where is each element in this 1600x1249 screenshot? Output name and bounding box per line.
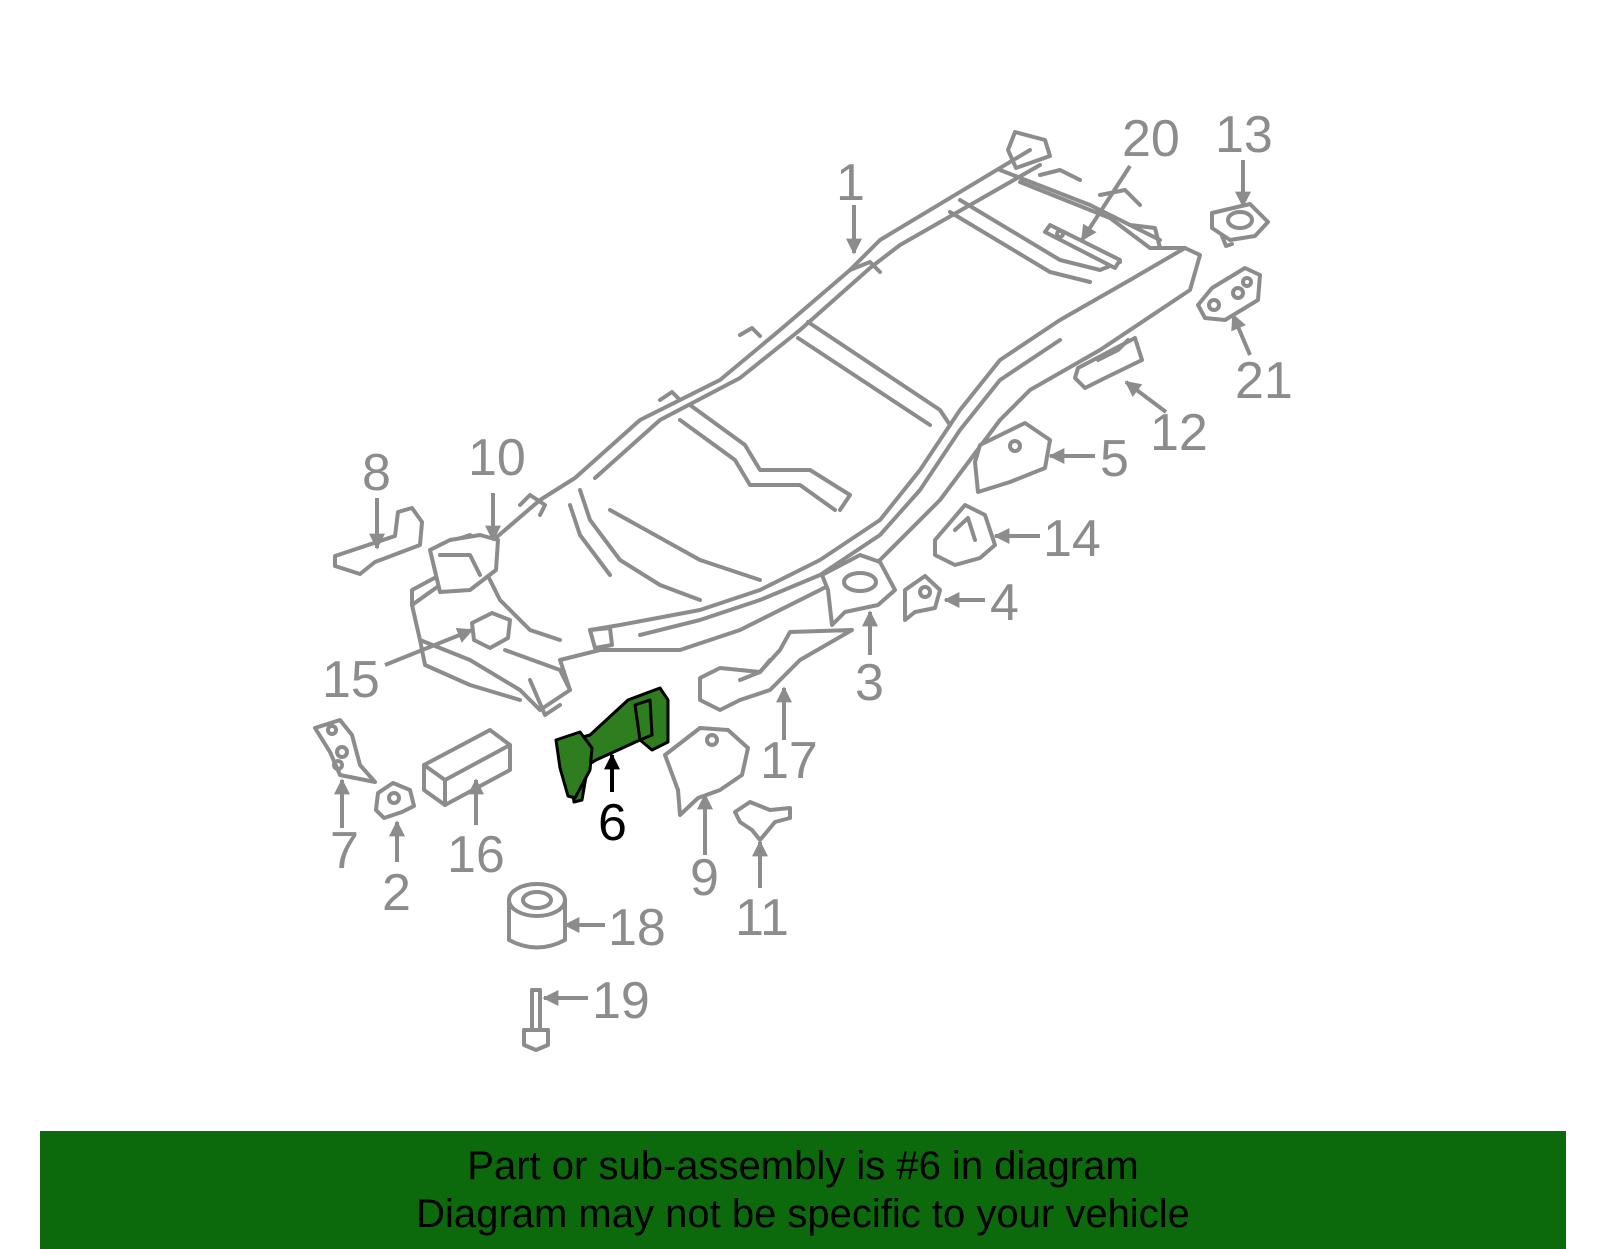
callout-13[interactable]: 13 bbox=[1215, 106, 1273, 164]
part-11-clip[interactable] bbox=[733, 800, 792, 842]
banner-part-note: Part or sub-assembly is #6 in diagram bbox=[467, 1144, 1139, 1188]
callout-1[interactable]: 1 bbox=[836, 154, 865, 212]
callout-8[interactable]: 8 bbox=[362, 444, 391, 502]
part-3-bracket[interactable] bbox=[820, 553, 897, 627]
callout-16[interactable]: 16 bbox=[447, 826, 505, 884]
callout-18[interactable]: 18 bbox=[608, 899, 666, 957]
part-7-bracket[interactable] bbox=[313, 718, 377, 784]
callout-15[interactable]: 15 bbox=[322, 651, 380, 709]
callout-4[interactable]: 4 bbox=[990, 574, 1019, 632]
banner-disclaimer: Diagram may not be specific to your vehi… bbox=[416, 1192, 1190, 1236]
part-13-mount[interactable] bbox=[1210, 202, 1270, 248]
callout-6[interactable]: 6 bbox=[598, 794, 627, 852]
leader-lines bbox=[334, 160, 1252, 1006]
part-6-highlighted-bracket[interactable] bbox=[554, 686, 670, 804]
callout-10[interactable]: 10 bbox=[468, 429, 526, 487]
part-4-bracket[interactable] bbox=[903, 574, 942, 622]
frame-assembly[interactable] bbox=[410, 130, 1202, 717]
part-18-bushing[interactable] bbox=[507, 882, 567, 950]
callout-12[interactable]: 12 bbox=[1150, 404, 1208, 462]
part-20-brace[interactable] bbox=[1043, 223, 1122, 270]
callout-19[interactable]: 19 bbox=[592, 972, 650, 1030]
info-banner: Part or sub-assembly is #6 in diagram Di… bbox=[40, 1131, 1566, 1249]
part-5-bracket[interactable] bbox=[973, 421, 1052, 494]
callout-labels: 1 2 3 4 5 6 7 8 9 10 11 12 13 14 15 16 1… bbox=[322, 106, 1293, 1030]
callout-2[interactable]: 2 bbox=[382, 864, 411, 922]
part-2-bracket[interactable] bbox=[374, 781, 416, 820]
callout-14[interactable]: 14 bbox=[1043, 510, 1101, 568]
callout-11[interactable]: 11 bbox=[735, 889, 789, 947]
part-17-shield[interactable] bbox=[698, 628, 854, 712]
part-21-plate[interactable] bbox=[1196, 266, 1262, 322]
part-16-pad[interactable] bbox=[422, 728, 512, 807]
callout-3[interactable]: 3 bbox=[855, 654, 884, 712]
callout-9[interactable]: 9 bbox=[690, 849, 719, 907]
part-10-bracket[interactable] bbox=[428, 533, 500, 594]
part-9-plate[interactable] bbox=[663, 726, 750, 817]
callout-20[interactable]: 20 bbox=[1122, 110, 1180, 168]
part-8-bracket[interactable] bbox=[333, 506, 424, 576]
part-12-bracket[interactable] bbox=[1073, 336, 1144, 390]
part-19-bolt[interactable] bbox=[522, 988, 550, 1052]
callout-7[interactable]: 7 bbox=[330, 822, 359, 880]
part-15-bracket[interactable] bbox=[470, 611, 512, 650]
part-14-bracket[interactable] bbox=[933, 503, 997, 567]
callout-5[interactable]: 5 bbox=[1100, 430, 1129, 488]
callout-21[interactable]: 21 bbox=[1235, 352, 1293, 410]
callout-17[interactable]: 17 bbox=[760, 732, 818, 790]
